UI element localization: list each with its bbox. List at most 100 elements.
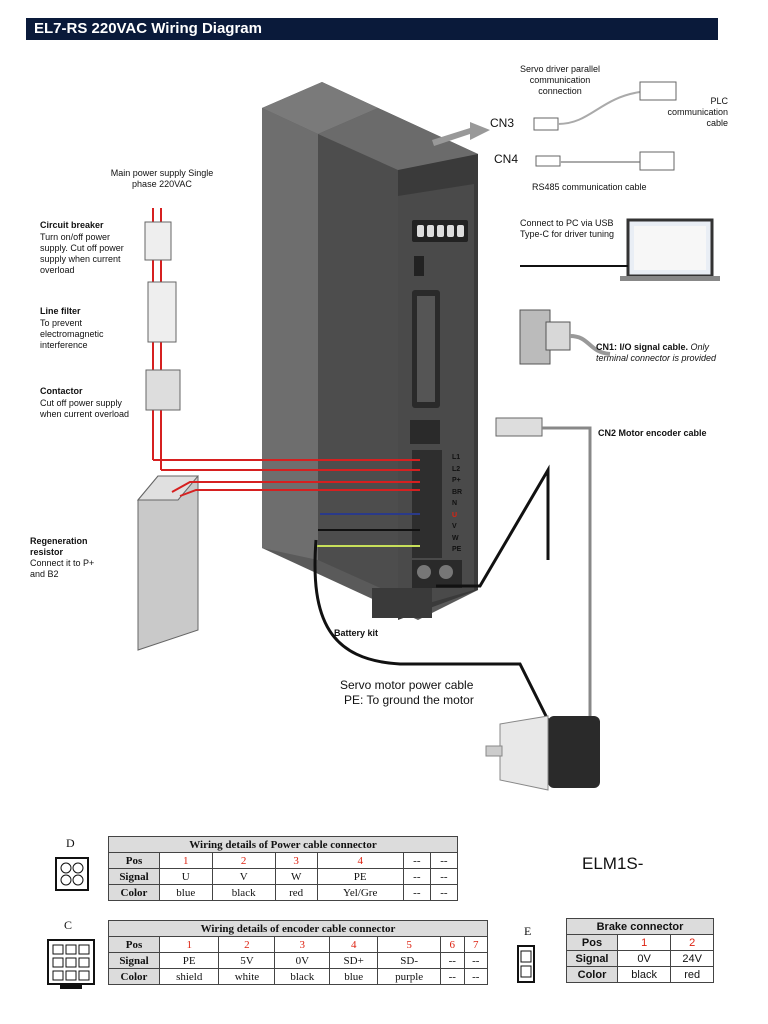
cn1-label-italic: Only terminal connector is provided: [596, 342, 717, 363]
table-row: Signal PE 5V 0V SD+ SD- -- --: [108, 952, 489, 969]
table-cell: --: [440, 968, 465, 985]
table-cell: blue: [329, 968, 379, 985]
table-cell: black: [211, 884, 276, 901]
terminal-labels: L1 L2 P+ BR N U V W PE: [452, 452, 462, 556]
circuit-breaker-title: Circuit breaker: [40, 220, 104, 230]
table-row: Signal U V W PE -- --: [108, 868, 459, 885]
table-cell: 6: [440, 936, 465, 953]
terminal-u: U: [452, 511, 458, 519]
cn3-label: CN3: [490, 116, 515, 130]
table-cell: U: [159, 868, 213, 885]
table-cell: SD-: [377, 952, 442, 969]
table-cell: 4: [329, 936, 379, 953]
laptop: [520, 218, 720, 281]
connector-e-icon: [517, 945, 535, 983]
table-cell: --: [440, 952, 465, 969]
table-cell: 3: [274, 936, 331, 953]
connector-e-label: E: [524, 924, 532, 938]
table-cell: 2: [218, 936, 276, 953]
cn1-label-bold: CN1: I/O signal cable.: [596, 342, 689, 352]
terminal-l1: L1: [452, 454, 461, 461]
plc-cable-label: PLC communication cable: [667, 96, 728, 128]
encoder-cable: [495, 417, 592, 720]
contactor-title: Contactor: [40, 386, 83, 396]
model-label: ELM1S-: [582, 854, 644, 873]
table-cell: red: [670, 966, 714, 983]
connector-c-icon: [47, 939, 95, 989]
table-cell: 0V: [616, 950, 672, 967]
terminal-n: N: [452, 500, 458, 507]
table-row: Color shield white black blue purple -- …: [108, 968, 489, 985]
table-cell: shield: [158, 968, 220, 985]
title-bar: EL7-RS 220VAC Wiring Diagram: [26, 18, 718, 40]
comm-cables: [432, 81, 677, 171]
cn4-label: CN4: [494, 152, 519, 166]
connector-d-label: D: [66, 836, 75, 850]
encoder-cable-table: Wiring details of encoder cable connecto…: [108, 920, 489, 985]
table-cell: --: [429, 852, 459, 869]
table-cell: blue: [159, 884, 213, 901]
power-components: [136, 208, 550, 721]
cn3-description: Servo driver parallel communication conn…: [519, 64, 601, 96]
table-cell: 3: [274, 852, 318, 869]
main-power-label: Main power supply Single phase 220VAC: [110, 168, 214, 189]
table-row: Pos 1 2 3 4 5 6 7: [108, 936, 489, 953]
brake-connector-table: Brake connector Pos 1 2 Signal 0V 24V Co…: [566, 918, 714, 983]
table-cell: 4: [316, 852, 404, 869]
connector-d-icon: [55, 857, 89, 891]
table-row: Signal 0V 24V: [566, 950, 714, 967]
usb-label: Connect to PC via USB Type-C for driver …: [520, 218, 615, 239]
regen-desc: Connect it to P+ and B2: [30, 558, 95, 579]
table-cell: 1: [616, 934, 672, 951]
table-cell: PE: [316, 868, 404, 885]
motor-pe-label: PE: To ground the motor: [344, 693, 474, 707]
connector-c-label: C: [64, 918, 73, 932]
regen-title: Regeneration resistor: [30, 536, 88, 557]
table-cell: Signal: [108, 952, 160, 969]
terminal-l2: L2: [452, 465, 461, 473]
table-cell: --: [429, 884, 459, 901]
table-cell: Pos: [566, 934, 618, 951]
table-cell: 24V: [670, 950, 714, 967]
table-cell: black: [616, 966, 672, 983]
brake-table-title: Brake connector: [566, 918, 714, 935]
table-cell: 5V: [218, 952, 276, 969]
power-cable-table: Wiring details of Power cable connector …: [108, 836, 459, 901]
table-cell: --: [463, 968, 489, 985]
table-row: Color black red: [566, 966, 714, 983]
table-cell: Signal: [566, 950, 618, 967]
table-cell: purple: [377, 968, 442, 985]
table-cell: SD+: [329, 952, 379, 969]
table-cell: 5: [377, 936, 442, 953]
table-cell: 7: [463, 936, 489, 953]
table-cell: Signal: [108, 868, 160, 885]
table-cell: V: [211, 868, 276, 885]
table-row: Color blue black red Yel/Gre -- --: [108, 884, 459, 901]
table-cell: black: [274, 968, 331, 985]
table-cell: 2: [670, 934, 714, 951]
power-table-title: Wiring details of Power cable connector: [108, 836, 458, 853]
table-cell: --: [463, 952, 489, 969]
table-cell: --: [402, 868, 431, 885]
table-row: Pos 1 2 3 4 -- --: [108, 852, 459, 869]
table-row: Pos 1 2: [566, 934, 714, 951]
terminal-pe: PE: [452, 546, 462, 553]
circuit-breaker-desc: Turn on/off power supply. Cut off power …: [40, 232, 124, 275]
contactor-desc: Cut off power supply when current overlo…: [40, 398, 130, 419]
table-cell: red: [274, 884, 318, 901]
table-cell: Pos: [108, 852, 160, 869]
line-filter-desc: To prevent electromagnetic interference: [40, 318, 104, 350]
wiring-diagram: [136, 81, 720, 791]
encoder-table-title: Wiring details of encoder cable connecto…: [108, 920, 488, 937]
table-cell: 1: [158, 936, 220, 953]
table-cell: Color: [108, 884, 160, 901]
cn2-label: CN2 Motor encoder cable: [598, 428, 707, 438]
table-cell: 1: [159, 852, 213, 869]
terminal-p-plus: P+: [452, 477, 461, 484]
table-cell: 0V: [274, 952, 331, 969]
cn1-connector: [519, 309, 611, 365]
line-filter-title: Line filter: [40, 306, 81, 316]
motor-power-label: Servo motor power cable: [340, 678, 474, 692]
table-cell: W: [274, 868, 318, 885]
table-cell: 2: [211, 852, 276, 869]
